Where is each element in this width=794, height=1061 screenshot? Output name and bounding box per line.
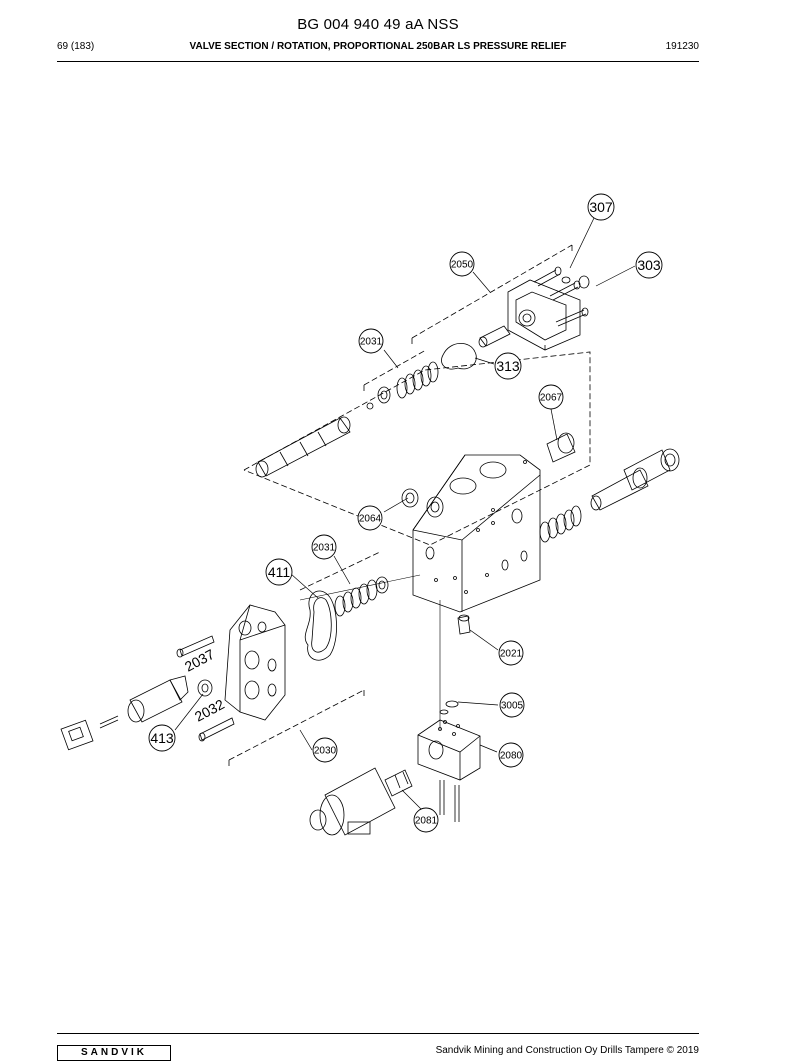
callout-label: 307	[589, 199, 613, 215]
callout-2050: 2050	[449, 251, 475, 277]
page-title: VALVE SECTION / ROTATION, PROPORTIONAL 2…	[189, 41, 567, 52]
callout-label: 2030	[314, 746, 337, 757]
block-bolts	[439, 780, 460, 822]
group-bracket-2050	[411, 244, 573, 346]
plug-2067	[546, 432, 576, 463]
footer-rule	[57, 1033, 699, 1034]
relief-cartridge	[590, 448, 680, 511]
callout-label: 2067	[540, 393, 563, 404]
callout-2021: 2021	[498, 640, 524, 666]
valve-body	[412, 454, 541, 613]
callout-circle	[148, 724, 176, 752]
part-label-2032: 2032	[192, 696, 227, 725]
nut-413	[197, 679, 213, 697]
callout-circle	[357, 505, 383, 531]
callout-307: 307	[587, 193, 615, 221]
group-bracket-main	[243, 351, 591, 546]
callout-label: 2031	[360, 337, 383, 348]
callout-label: 2081	[415, 816, 438, 827]
callout-circle	[498, 640, 524, 666]
callout-label: 413	[150, 730, 174, 746]
leader-lines	[174, 217, 636, 811]
callout-label: 313	[496, 358, 520, 374]
callout-2064: 2064	[357, 505, 383, 531]
callout-2081: 2081	[413, 807, 439, 833]
document-id: BG 004 940 49 aA NSS	[297, 16, 459, 33]
upper-spring	[366, 361, 439, 410]
part-label-2037: 2037	[182, 646, 217, 675]
callout-3005: 3005	[499, 692, 525, 718]
cover-plate	[507, 279, 581, 351]
callout-label: 2050	[451, 260, 474, 271]
washer-3005	[439, 700, 459, 715]
fitting-2021	[457, 614, 471, 635]
callout-313: 313	[494, 352, 522, 380]
proportional-solenoid	[60, 675, 189, 751]
callout-circle	[449, 251, 475, 277]
callout-303: 303	[635, 251, 663, 279]
callout-circle	[358, 328, 384, 354]
callout-circle	[499, 692, 525, 718]
callout-2031: 2031	[358, 328, 384, 354]
callout-label: 3005	[501, 701, 524, 712]
callout-circle	[312, 737, 338, 763]
document-date: 191230	[665, 41, 699, 52]
page-number: 69 (183)	[57, 41, 95, 52]
callout-layer: 307 2050 303 2031 313 2067 2064 2031 411 2021 3005…	[148, 193, 663, 833]
footer-copyright: Sandvik Mining and Construction Oy Drill…	[435, 1045, 699, 1056]
callout-circle	[587, 193, 615, 221]
callout-circle	[498, 742, 524, 768]
oring-307	[561, 276, 571, 284]
header-rule	[57, 61, 699, 62]
ls-solenoid	[309, 767, 413, 836]
washer-303	[578, 275, 590, 289]
callout-circle	[538, 384, 564, 410]
callout-label: 2031	[313, 543, 336, 554]
group-bracket-2030	[228, 689, 365, 768]
group-bracket-2031-upper	[363, 349, 427, 392]
header-row: 69 (183) VALVE SECTION / ROTATION, PROPO…	[57, 41, 699, 55]
callout-2080: 2080	[498, 742, 524, 768]
callout-circle	[265, 558, 293, 586]
callout-2030: 2030	[312, 737, 338, 763]
callout-label: 2080	[500, 751, 523, 762]
bolt-2037	[176, 635, 215, 658]
callout-circle	[494, 352, 522, 380]
callout-label: 411	[268, 564, 291, 580]
callout-2067: 2067	[538, 384, 564, 410]
plug-2064	[401, 488, 444, 518]
sandvik-logo: SANDVIK	[57, 1045, 171, 1061]
callout-circle	[413, 807, 439, 833]
small-piston	[478, 325, 511, 348]
end-cover	[224, 604, 286, 721]
ls-block	[417, 719, 481, 781]
right-spring	[539, 505, 582, 543]
callout-label: 303	[637, 257, 661, 273]
lower-spring	[334, 576, 389, 617]
bolt-2032	[198, 717, 235, 742]
exploded-parts-diagram: 307 2050 303 2031 313 2067 2064 2031 411 2021 3005…	[60, 193, 680, 836]
group-bracket-2031-lower	[299, 551, 381, 591]
seal-411	[304, 590, 337, 661]
callout-413: 413	[148, 724, 176, 752]
callout-411: 411	[265, 558, 293, 586]
seal-313	[441, 342, 477, 370]
callout-label: 2064	[359, 514, 382, 525]
callout-circle	[311, 534, 337, 560]
cover-bolts	[533, 266, 589, 327]
callout-2031: 2031	[311, 534, 337, 560]
callout-circle	[635, 251, 663, 279]
main-spool	[255, 416, 351, 478]
callout-label: 2021	[500, 649, 523, 660]
